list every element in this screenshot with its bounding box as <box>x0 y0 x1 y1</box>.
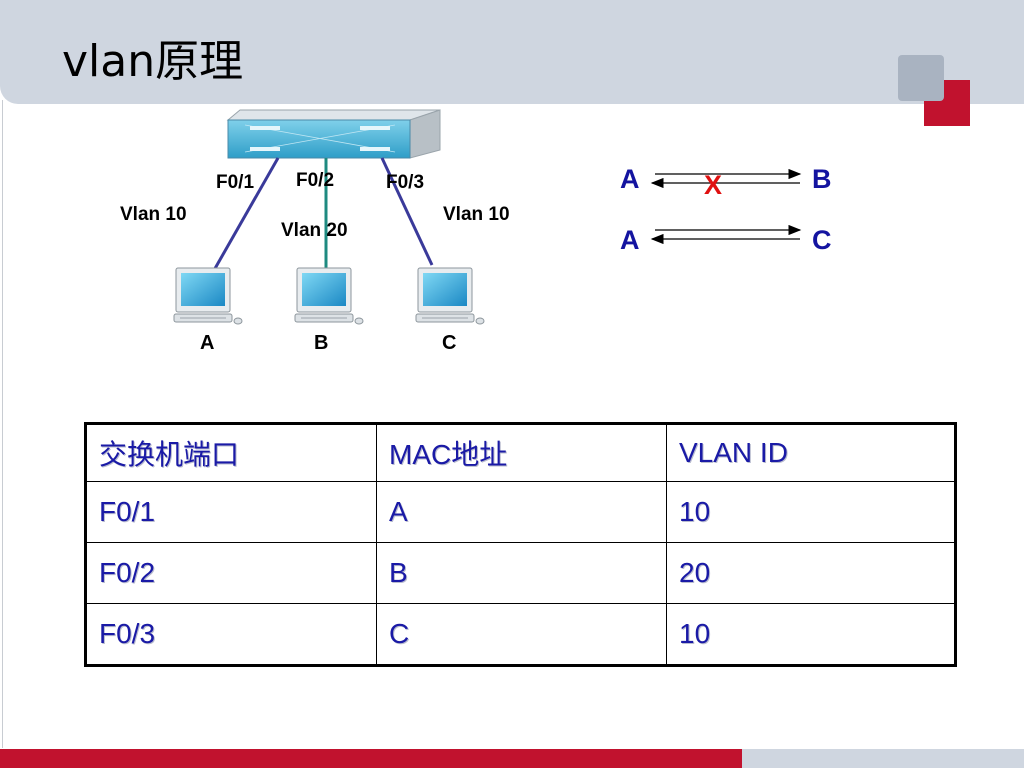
vlan-mapping-table: 交换机端口 MAC地址 VLAN ID F0/1 A 10 F0/2 B 20 … <box>84 422 957 667</box>
footer-bar-red <box>0 749 742 768</box>
port-label: F0/3 <box>386 172 424 193</box>
blocked-mark: X <box>704 170 722 200</box>
computer-icon <box>415 267 485 325</box>
port-label: F0/2 <box>296 170 334 191</box>
table-cell: 20 <box>666 542 956 604</box>
table-row: F0/3 C 10 <box>85 603 956 666</box>
link-a <box>211 157 280 273</box>
flow-target-label: B <box>812 164 832 194</box>
flow-target-label: C <box>812 225 832 255</box>
host-label: A <box>200 332 214 354</box>
table-header-cell: VLAN ID <box>666 423 956 482</box>
computer-icon <box>294 267 364 325</box>
host-label: B <box>314 332 328 354</box>
table-cell: B <box>376 542 667 604</box>
table-row: F0/2 B 20 <box>85 542 956 604</box>
table-header-cell: 交换机端口 <box>85 423 377 482</box>
computer-icon <box>173 267 243 325</box>
table-cell: C <box>376 603 667 666</box>
left-border-line <box>2 100 3 748</box>
table-cell: 10 <box>666 603 956 666</box>
switch-icon <box>226 109 441 159</box>
footer-bar-gray <box>742 749 1024 768</box>
table-cell: A <box>376 481 667 543</box>
vlan-label: Vlan 10 <box>120 204 187 225</box>
table-cell: F0/2 <box>85 542 377 604</box>
table-row: F0/1 A 10 <box>85 481 956 543</box>
flow-source-label: A <box>620 164 640 194</box>
link-c <box>380 157 434 266</box>
slide-title: vlan原理 <box>62 36 244 87</box>
port-label: F0/1 <box>216 172 254 193</box>
table-header-row: 交换机端口 MAC地址 VLAN ID <box>85 423 956 482</box>
corner-decoration-gray <box>898 55 944 101</box>
table-cell: 10 <box>666 481 956 543</box>
table-header-cell: MAC地址 <box>376 423 667 482</box>
slide-header <box>0 0 1024 104</box>
table-cell: F0/1 <box>85 481 377 543</box>
host-label: C <box>442 332 456 354</box>
table-cell: F0/3 <box>85 603 377 666</box>
vlan-label: Vlan 20 <box>281 220 348 241</box>
vlan-label: Vlan 10 <box>443 204 510 225</box>
flow-source-label: A <box>620 225 640 255</box>
